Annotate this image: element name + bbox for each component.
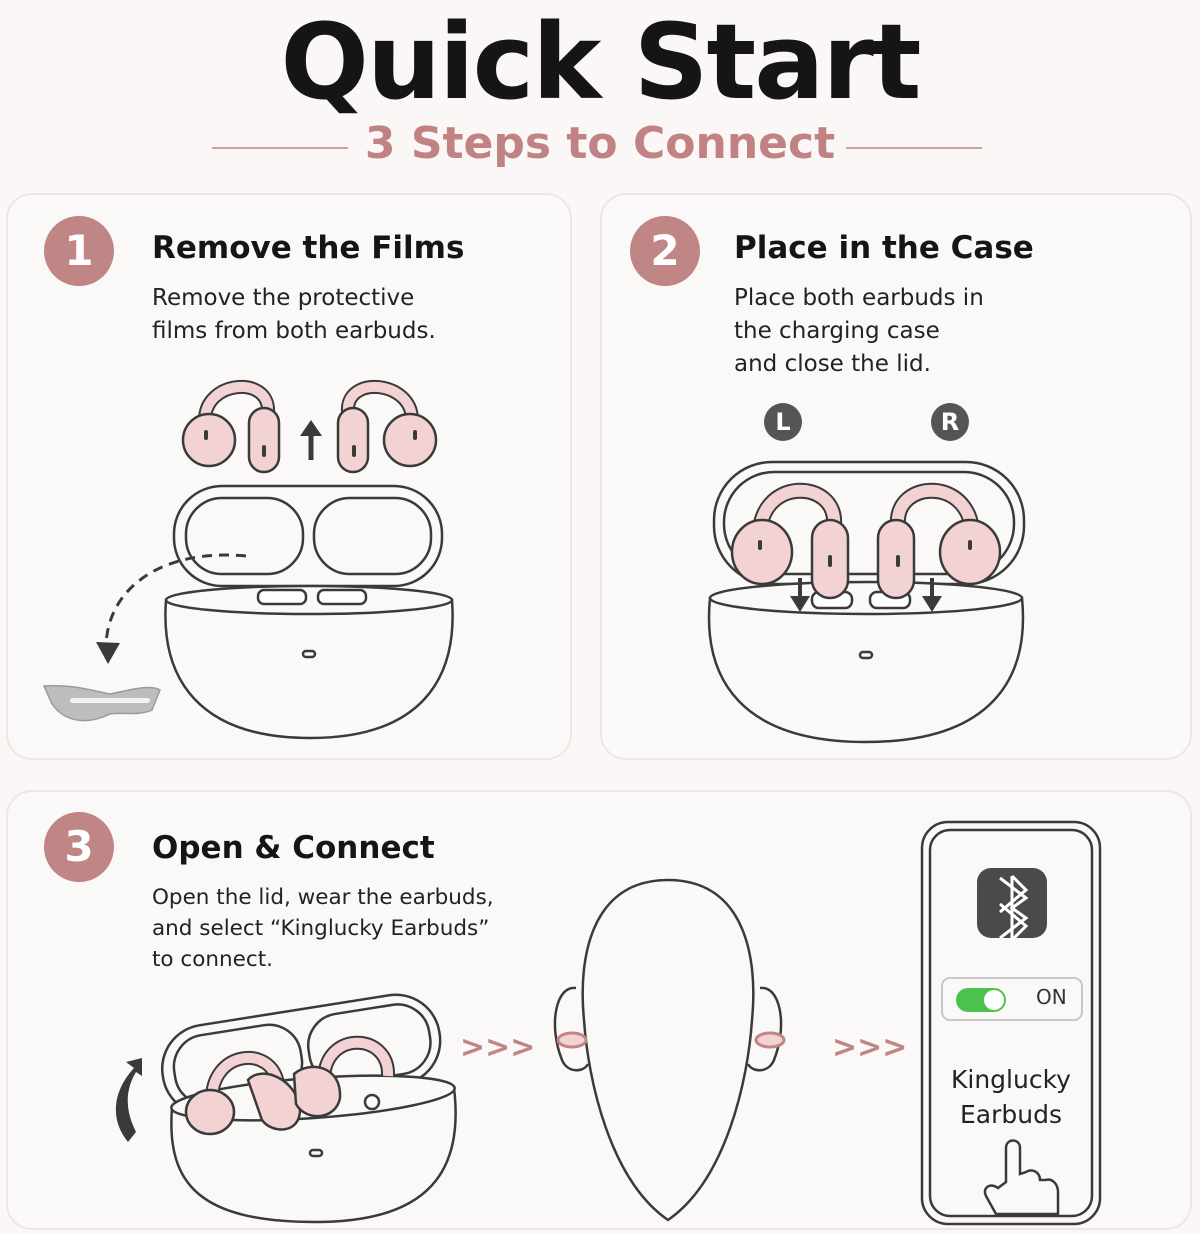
- step-3-badge: 3: [44, 812, 114, 882]
- step-2-badge: 2: [630, 216, 700, 286]
- toggle-switch[interactable]: [956, 988, 1006, 1012]
- up-arrow-icon: [300, 420, 322, 460]
- flow-arrows-1: >>>: [460, 1030, 536, 1065]
- down-arrow-icon: [790, 578, 942, 612]
- step-3-title: Open & Connect: [152, 830, 435, 866]
- bluetooth-icon: [977, 868, 1047, 942]
- toggle-state-label: ON: [1036, 985, 1067, 1009]
- right-marker: R: [940, 408, 960, 436]
- step-1-title: Remove the Films: [152, 230, 465, 266]
- flow-arrows-2: >>>: [832, 1030, 908, 1065]
- step-2-title: Place in the Case: [734, 230, 1034, 266]
- device-name-label[interactable]: Kinglucky Earbuds: [951, 1065, 1071, 1129]
- step-2-description: Place both earbuds in the charging case …: [734, 285, 984, 377]
- page-subtitle: 3 Steps to Connect: [364, 118, 836, 169]
- hand-pointer-icon: [983, 1139, 1060, 1216]
- step-1-description: Remove the protective films from both ea…: [152, 285, 436, 344]
- left-marker: L: [775, 408, 791, 436]
- step-1-badge: 1: [44, 216, 114, 286]
- curved-arrow-icon: [115, 1058, 142, 1142]
- subtitle-rule-left: [212, 147, 348, 149]
- subtitle-rule-right: [846, 147, 982, 149]
- step-3-description: Open the lid, wear the earbuds, and sele…: [152, 885, 494, 972]
- page-title: Quick Start: [280, 1, 922, 123]
